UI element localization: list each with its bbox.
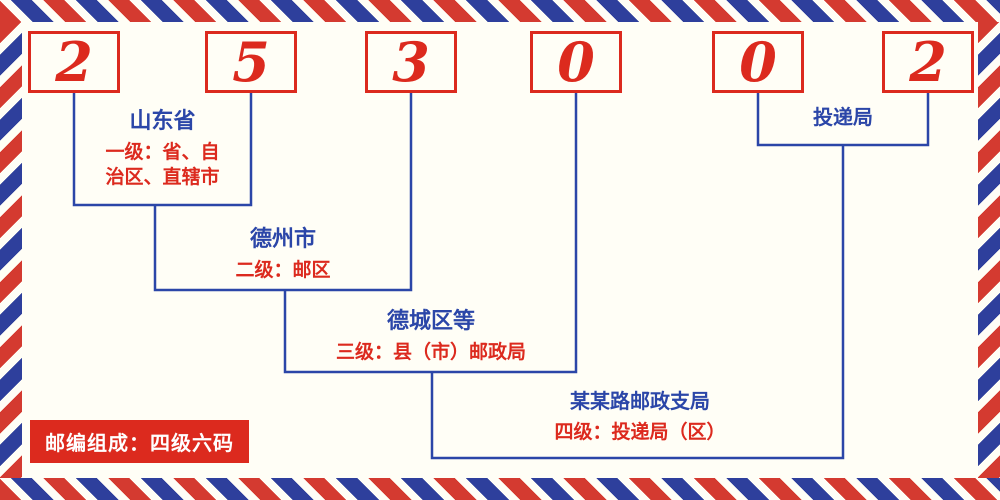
- connector-level1: [72, 93, 253, 207]
- annotation-delivery: 投递局: [773, 106, 913, 130]
- digit-box-6: 2: [882, 31, 974, 93]
- annotation-level3: 德城区等 三级：县（市）邮政局: [300, 308, 562, 366]
- connector-delivery: [756, 93, 930, 147]
- level2-region-name: 德州市: [249, 226, 316, 251]
- digit-box-5: 0: [712, 31, 804, 93]
- connector-level4: [430, 145, 845, 460]
- digit-2: 5: [232, 30, 270, 94]
- postal-composition-badge: 邮编组成：四级六码: [30, 420, 249, 463]
- annotation-level2: 德州市 二级：邮区: [185, 226, 381, 284]
- digit-1: 2: [55, 30, 93, 94]
- annotation-level1: 山东省 一级：省、自 治区、直辖市: [87, 108, 238, 191]
- digit-4: 0: [557, 30, 595, 94]
- connector-level2: [153, 93, 413, 292]
- digit-5: 0: [739, 30, 777, 94]
- airmail-border-left: [0, 22, 22, 478]
- airmail-border-bottom: [0, 478, 1000, 500]
- airmail-border-right: [978, 22, 1000, 478]
- airmail-border-top: [0, 0, 1000, 22]
- level1-region-name: 山东省: [129, 108, 196, 133]
- digit-6: 2: [909, 30, 947, 94]
- level4-region-name: 某某路邮政支局: [570, 391, 710, 413]
- delivery-name: 投递局: [813, 107, 873, 129]
- digit-box-4: 0: [530, 31, 622, 93]
- digit-3: 3: [392, 30, 430, 94]
- level3-region-name: 德城区等: [386, 308, 475, 333]
- level2-desc: 二级：邮区: [235, 260, 331, 282]
- digit-box-3: 3: [365, 31, 457, 93]
- annotation-level4: 某某路邮政支局 四级：投递局（区）: [488, 390, 792, 446]
- level3-desc: 三级：县（市）邮政局: [335, 342, 526, 364]
- level1-desc: 一级：省、自 治区、直辖市: [105, 142, 220, 189]
- connector-level3: [283, 93, 578, 374]
- digit-box-1: 2: [28, 31, 120, 93]
- digit-box-2: 5: [205, 31, 297, 93]
- level4-desc: 四级：投递局（区）: [554, 422, 726, 443]
